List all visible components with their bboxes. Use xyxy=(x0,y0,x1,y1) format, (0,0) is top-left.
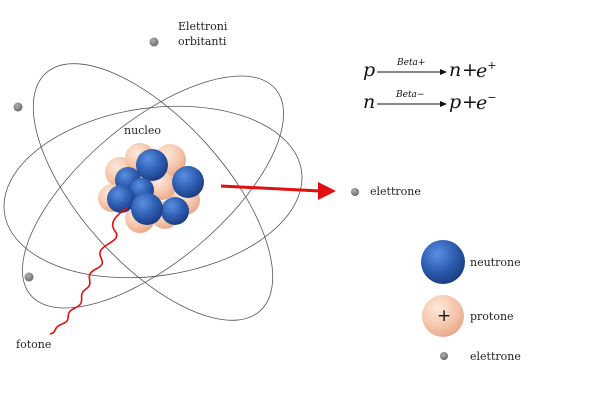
eq1-right-b: e+ xyxy=(476,59,497,82)
legend-neutron-swatch xyxy=(421,240,465,284)
neutron xyxy=(107,185,135,213)
ejected-electron xyxy=(351,188,359,196)
neutron xyxy=(161,197,189,225)
eq2-right-b-sup: − xyxy=(487,91,497,104)
neutron xyxy=(131,193,163,225)
nucleus-label: nucleo xyxy=(124,124,161,137)
eq2-process: Beta− xyxy=(396,90,425,100)
orbit-tilted-right xyxy=(32,63,274,321)
equation-arrows xyxy=(377,69,447,107)
nucleus xyxy=(98,143,204,233)
legend-proton-symbol: + xyxy=(437,306,452,326)
orbit-horizontal xyxy=(3,105,303,279)
legend-electron-swatch xyxy=(440,352,448,360)
eq1-process: Beta+ xyxy=(397,58,426,68)
orbiting-electrons-label-line1: Elettroni xyxy=(178,20,228,33)
eq2-right-b: e− xyxy=(476,91,497,114)
eq2-right-a: p xyxy=(449,91,462,113)
neutron xyxy=(172,166,204,198)
photon-label: fotone xyxy=(16,338,52,351)
orbiting-electron xyxy=(13,102,23,112)
legend-proton-swatch xyxy=(422,295,464,337)
orbiting-electron xyxy=(149,37,159,47)
photon-wave xyxy=(49,206,129,335)
eq1-left: p xyxy=(363,59,376,81)
eq2-left: n xyxy=(363,91,376,113)
neutron xyxy=(136,149,168,181)
orbiting-electrons-label-line2: orbitanti xyxy=(178,35,227,48)
eq1-right-b-sup: + xyxy=(487,59,497,72)
emission-arrow-shaft xyxy=(220,184,321,193)
eq1-plus: + xyxy=(462,59,478,81)
legend-electron-label: elettrone xyxy=(470,350,521,363)
eq2-plus: + xyxy=(462,91,478,113)
emission-arrow-head xyxy=(318,182,336,200)
eq1-right-a: n xyxy=(449,59,462,81)
electron-orbits xyxy=(3,63,303,321)
legend-neutron-label: neutrone xyxy=(470,256,521,269)
ejected-electron-label: elettrone xyxy=(370,185,421,198)
orbit-tilted-left xyxy=(22,75,284,309)
legend-proton-label: protone xyxy=(470,310,514,323)
orbiting-electron xyxy=(24,272,34,282)
